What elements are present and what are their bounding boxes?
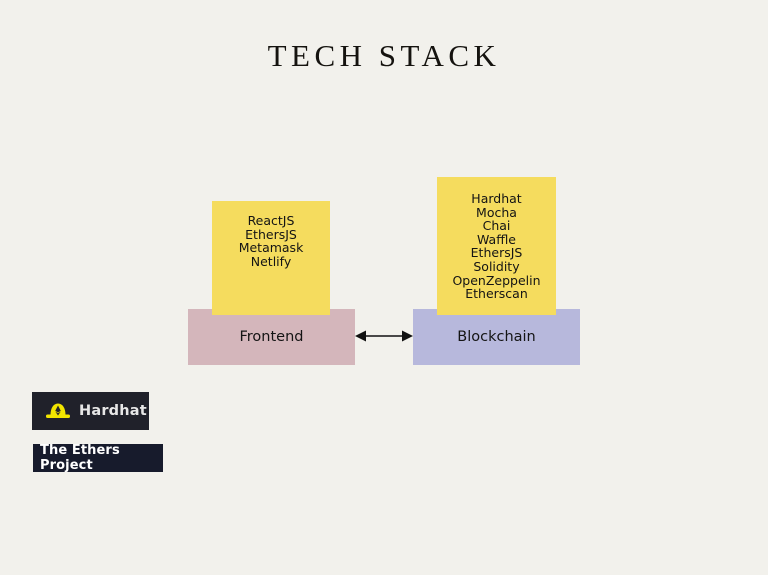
stack-item: OpenZeppelin bbox=[452, 272, 541, 288]
stack-card-blockchain: Hardhat Mocha Chai Waffle EthersJS Solid… bbox=[437, 177, 556, 315]
stack-item: Waffle bbox=[477, 231, 516, 247]
stack-item: Metamask bbox=[238, 240, 304, 256]
stack-item: ReactJS bbox=[247, 213, 295, 228]
layer-bar-blockchain: Blockchain bbox=[413, 309, 580, 365]
stack-item: Etherscan bbox=[465, 286, 528, 302]
stack-card-frontend: ReactJS EthersJS Metamask Netlify bbox=[212, 201, 330, 315]
stack-item: Hardhat bbox=[471, 191, 522, 206]
layer-label-frontend: Frontend bbox=[239, 329, 304, 345]
stack-item: Chai bbox=[482, 218, 511, 234]
double-headed-arrow-icon bbox=[355, 330, 413, 342]
stack-item: EthersJS bbox=[470, 245, 523, 261]
hardhat-helmet-icon bbox=[46, 403, 70, 418]
logo-badge-ethers: The Ethers Project bbox=[33, 443, 163, 473]
layer-bar-frontend: Frontend bbox=[188, 309, 355, 365]
layer-label-blockchain: Blockchain bbox=[457, 329, 536, 345]
logo-label-hardhat: Hardhat bbox=[79, 403, 147, 419]
stack-item: EthersJS bbox=[245, 226, 297, 242]
stack-item: Netlify bbox=[250, 253, 292, 269]
stack-item: Solidity bbox=[473, 258, 520, 274]
stack-item: Mocha bbox=[476, 204, 517, 220]
logo-badge-hardhat: Hardhat bbox=[32, 392, 149, 430]
logo-label-ethers: The Ethers Project bbox=[40, 443, 120, 473]
page-title: TECH STACK bbox=[267, 38, 501, 73]
